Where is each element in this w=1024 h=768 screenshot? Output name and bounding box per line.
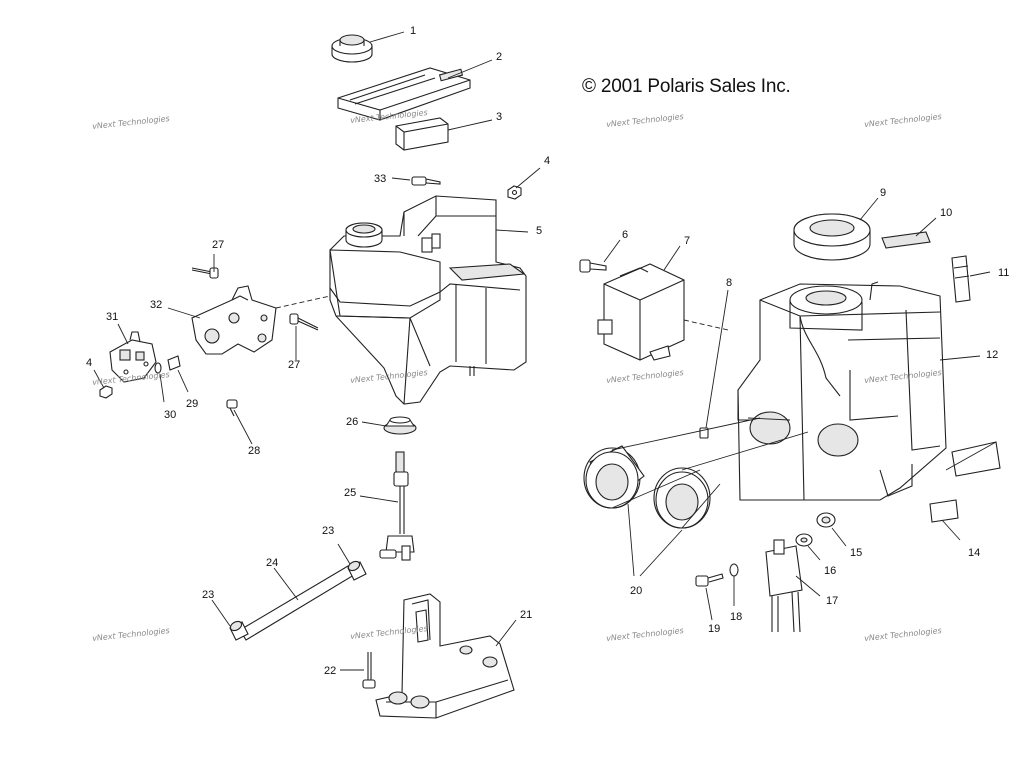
- callout-23-upper: 23: [322, 525, 334, 537]
- callout-26: 26: [346, 416, 358, 428]
- part-19-bolt: [695, 573, 724, 587]
- callout-32: 32: [150, 299, 162, 311]
- part-32-mounting-plate: [191, 285, 277, 355]
- callout-27-lower: 27: [288, 359, 300, 371]
- part-14-decal: [929, 499, 959, 523]
- part-1-cap: [331, 34, 373, 63]
- part-24-tube: [239, 565, 355, 641]
- part-2-cover: [337, 67, 471, 121]
- part-10-label: [881, 231, 931, 249]
- part-4-nut-left: [99, 385, 113, 399]
- part-5-oil-tank: [329, 195, 527, 405]
- callout-23-lower: 23: [202, 589, 214, 601]
- part-25-pickup: [379, 451, 415, 561]
- part-9-ring: [793, 213, 871, 261]
- callout-2: 2: [496, 51, 502, 63]
- callout-16: 16: [824, 565, 836, 577]
- callout-27-upper: 27: [212, 239, 224, 251]
- callout-24: 24: [266, 557, 278, 569]
- callout-4-left: 4: [86, 357, 92, 369]
- part-12-airbox: [737, 281, 947, 501]
- part-22-screw: [362, 652, 376, 689]
- callout-labels: 1 2 3 4 5 6 7 8 9 10 11 12 14 15 16 17 1…: [86, 25, 1009, 677]
- part-16-washer: [795, 533, 813, 547]
- callout-10: 10: [940, 207, 952, 219]
- callout-1: 1: [410, 25, 416, 37]
- callout-22: 22: [324, 665, 336, 677]
- callout-6: 6: [622, 229, 628, 241]
- callout-7: 7: [684, 235, 690, 247]
- callout-14: 14: [968, 547, 980, 559]
- part-4-nut-top: [507, 185, 522, 200]
- callout-3: 3: [496, 111, 502, 123]
- callout-11: 11: [998, 267, 1009, 279]
- callout-5: 5: [536, 225, 542, 237]
- callout-21: 21: [520, 609, 532, 621]
- callout-20: 20: [630, 585, 642, 597]
- callout-29: 29: [186, 398, 198, 410]
- part-26-grommet: [383, 416, 417, 435]
- callout-33: 33: [374, 173, 386, 185]
- callout-17: 17: [826, 595, 838, 607]
- part-33-screw: [411, 176, 441, 186]
- callout-30: 30: [164, 409, 176, 421]
- callout-8: 8: [726, 277, 732, 289]
- part-21-bracket: [375, 593, 515, 719]
- callout-4-nut: 4: [544, 155, 550, 167]
- callout-9: 9: [880, 187, 886, 199]
- part-11-clip: [951, 255, 971, 303]
- part-15-bushing: [816, 512, 836, 528]
- leader-lines: [93, 31, 997, 671]
- part-18-washer: [729, 563, 739, 577]
- callout-19: 19: [708, 623, 720, 635]
- callout-12: 12: [986, 349, 998, 361]
- callout-15: 15: [850, 547, 862, 559]
- part-28-bolt: [226, 399, 238, 417]
- part-20-boot-right: [653, 467, 711, 529]
- callout-25: 25: [344, 487, 356, 499]
- callout-18: 18: [730, 611, 742, 623]
- part-3-block: [395, 117, 449, 151]
- part-27-screw-upper: [191, 267, 219, 279]
- callout-28: 28: [248, 445, 260, 457]
- part-6-bolt: [579, 259, 607, 273]
- part-31-switch: [109, 331, 157, 383]
- part-7-cdi-box: [597, 263, 685, 361]
- part-23-sleeve-upper: [347, 560, 367, 581]
- part-13-decal: [951, 441, 1001, 477]
- part-20-boot-left: [583, 445, 645, 509]
- part-30-clip: [154, 362, 162, 374]
- copyright-notice: © 2001 Polaris Sales Inc.: [582, 76, 791, 97]
- callout-31: 31: [106, 311, 118, 323]
- part-27-screw-lower: [289, 313, 319, 331]
- part-29-washer: [167, 355, 181, 371]
- part-17-coil: [765, 539, 803, 633]
- part-23-sleeve-lower: [229, 620, 249, 641]
